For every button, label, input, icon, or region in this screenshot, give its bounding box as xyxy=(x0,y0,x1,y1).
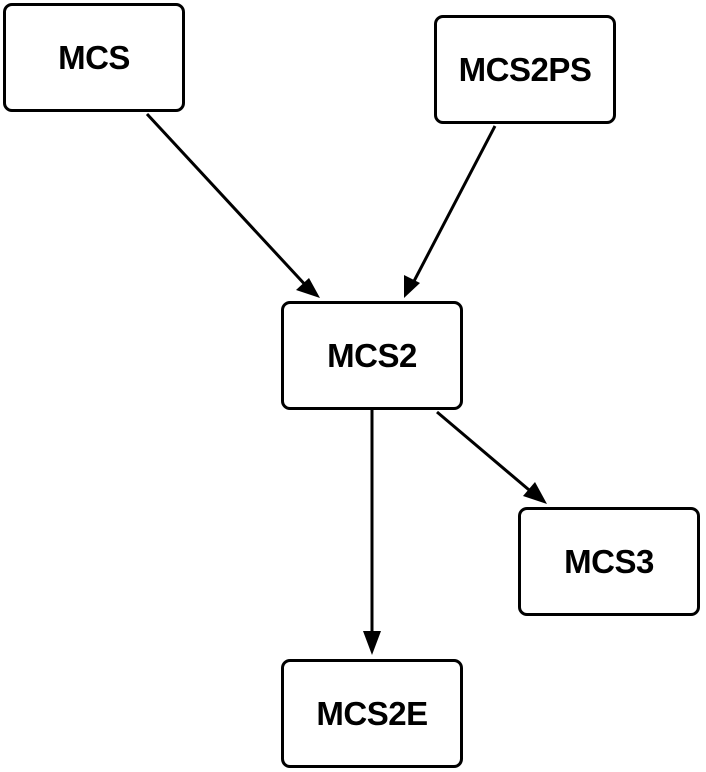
node-mcs3: MCS3 xyxy=(518,507,700,616)
arrowhead-icon xyxy=(404,275,420,298)
arrowhead-icon xyxy=(523,482,547,504)
arrowhead-icon xyxy=(363,631,381,655)
edge-mcs-to-mcs2 xyxy=(145,112,320,298)
node-label: MCS2PS xyxy=(458,50,592,88)
edge-mcs2ps-to-mcs2 xyxy=(404,125,497,298)
node-label: MCS3 xyxy=(564,542,654,580)
edge-mcs2-to-mcs2e xyxy=(363,410,381,655)
edge-mcs2-to-mcs3 xyxy=(436,410,547,504)
node-label: MCS xyxy=(58,38,130,76)
node-mcs2ps: MCS2PS xyxy=(434,15,616,124)
node-mcs2e: MCS2E xyxy=(281,659,463,768)
arrowhead-icon xyxy=(296,278,320,298)
node-label: MCS2 xyxy=(327,336,417,374)
node-label: MCS2E xyxy=(316,694,428,732)
node-mcs: MCS xyxy=(3,3,185,112)
node-mcs2: MCS2 xyxy=(281,301,463,410)
